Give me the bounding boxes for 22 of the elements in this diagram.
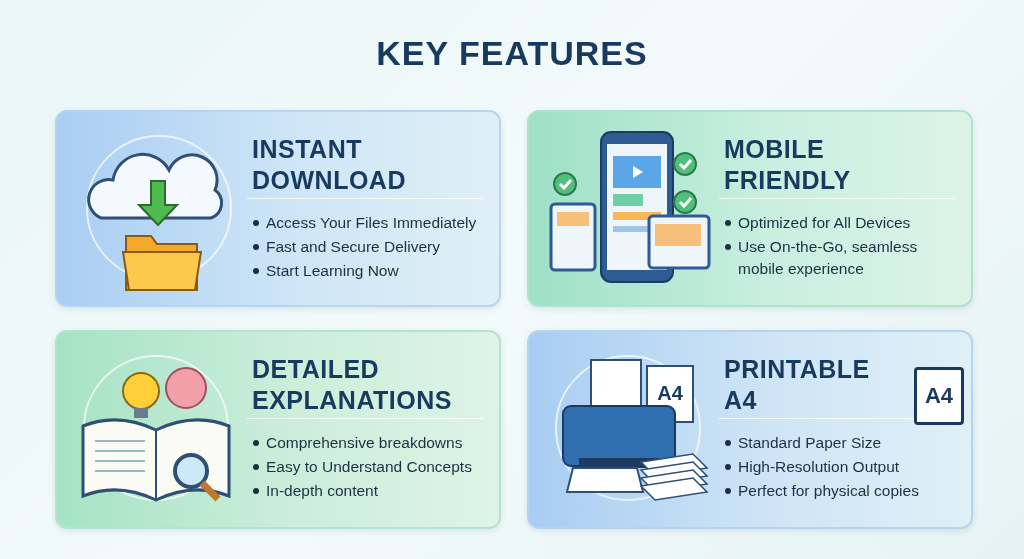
bullet-point: High-Resolution Output xyxy=(724,456,964,478)
feature-card xyxy=(55,330,501,529)
feature-heading: MOBILE FRIENDLY xyxy=(724,134,852,196)
bullet-point: Comprehensive breakdowns xyxy=(252,432,492,454)
paper-size-icon: A4 xyxy=(914,367,964,425)
feature-card xyxy=(55,110,501,307)
bullet-point: Standard Paper Size xyxy=(724,432,964,454)
feature-card xyxy=(527,110,973,307)
bullet-point: Optimized for All Devices xyxy=(724,212,964,234)
paper-label: A4 xyxy=(656,382,684,405)
bullet-point: Perfect for physical copies xyxy=(724,480,964,502)
feature-card xyxy=(527,330,973,529)
bullet-point: Easy to Understand Concepts xyxy=(252,456,492,478)
bullet-point: In-depth content xyxy=(252,480,492,502)
bullet-point: Start Learning Now xyxy=(252,260,492,282)
feature-heading: INSTANT DOWNLOAD xyxy=(252,134,407,196)
title: KEY FEATURES xyxy=(376,34,648,73)
bullet-point: Fast and Secure Delivery xyxy=(252,236,492,258)
feature-heading: PRINTABLE A4 xyxy=(724,354,871,416)
bullet-point: Use On-the-Go, seamless mobile experience xyxy=(724,236,964,280)
feature-heading: DETAILED EXPLANATIONS xyxy=(252,354,453,416)
bullet-point: Access Your Files Immediately xyxy=(252,212,492,234)
